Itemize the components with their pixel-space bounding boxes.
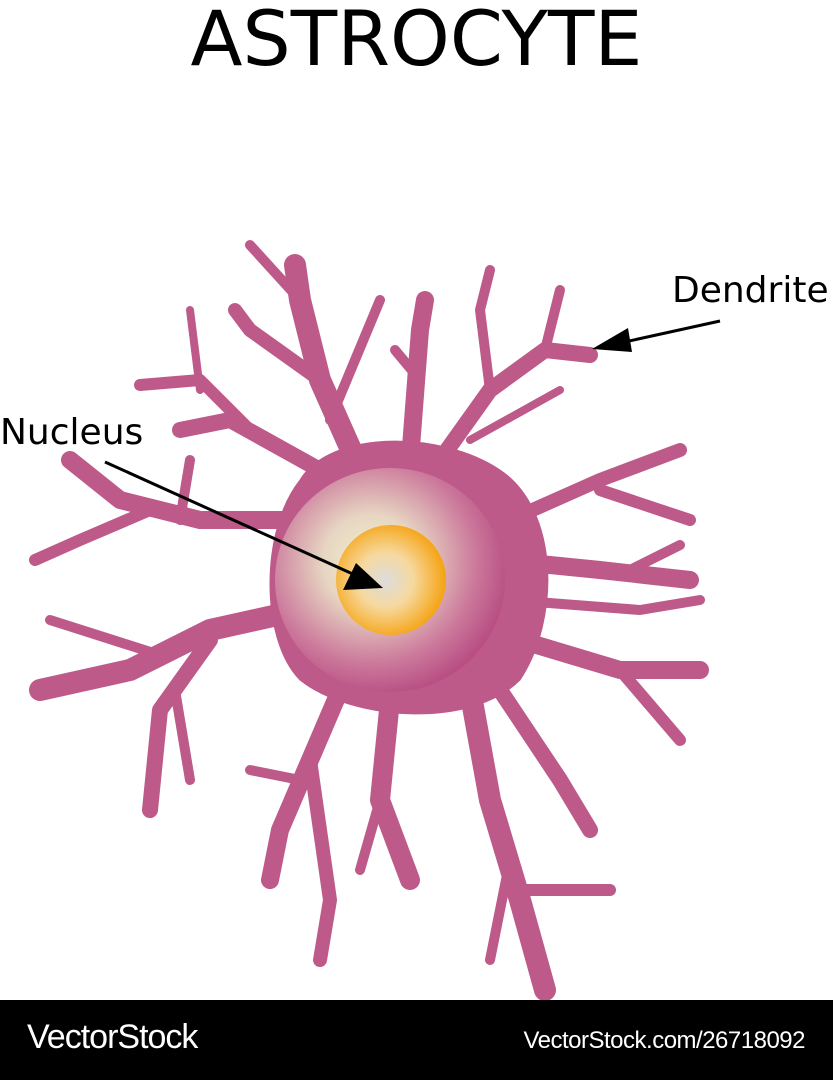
astrocyte-illustration <box>29 240 721 1000</box>
nucleus-arrow <box>104 460 383 590</box>
dendrite-label: Dendrite <box>672 270 829 311</box>
watermark-footer: VectorStock VectorStock.com/26718092 <box>0 1000 833 1080</box>
brand-name: VectorStock <box>27 1018 198 1056</box>
nucleus <box>336 525 446 635</box>
dendrite-arrow <box>592 319 721 352</box>
diagram-title: ASTROCYTE <box>190 0 643 83</box>
stock-reference: VectorStock.com/26718092 <box>523 1027 805 1054</box>
nucleus-label: Nucleus <box>0 412 144 453</box>
